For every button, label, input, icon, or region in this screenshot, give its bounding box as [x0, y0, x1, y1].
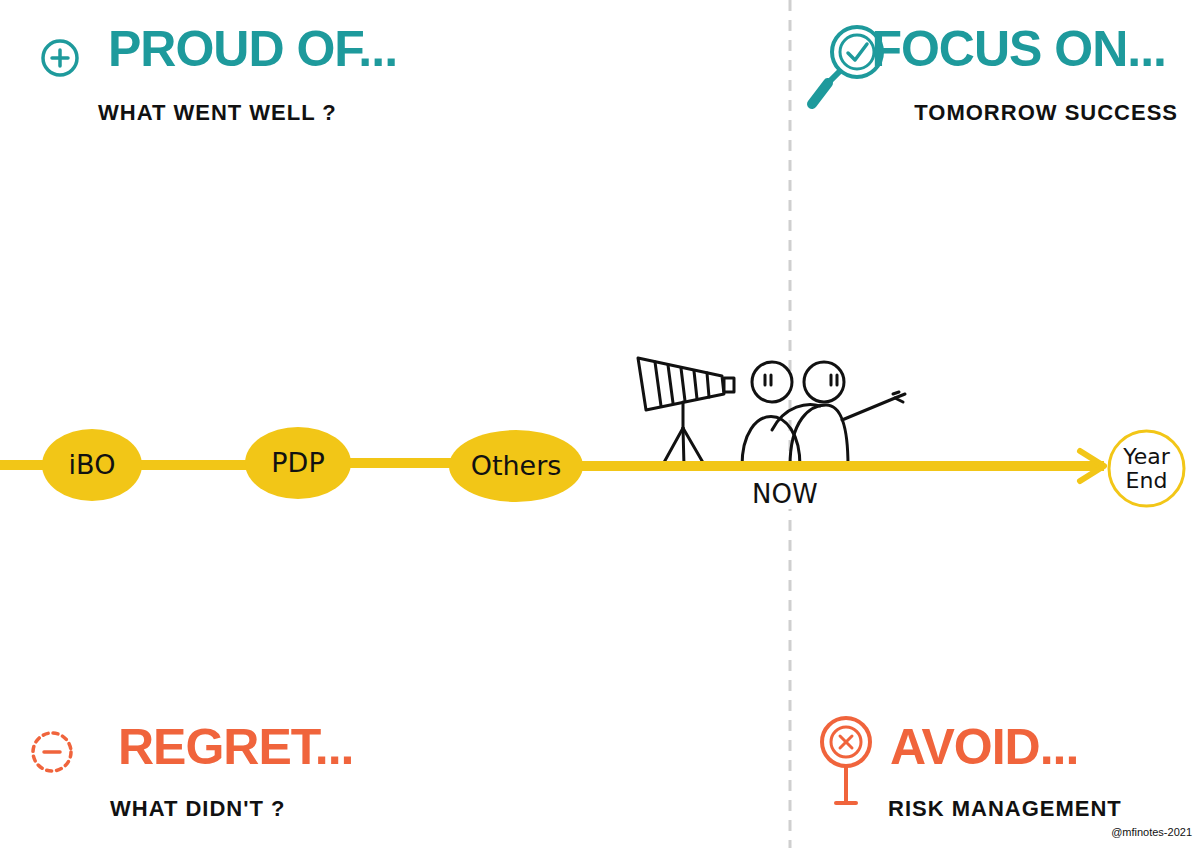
- now-label: NOW: [749, 480, 821, 509]
- timeline-segment: [349, 463, 451, 464]
- minus-icon: [33, 733, 71, 771]
- section-subtitle: RISK MANAGEMENT: [888, 798, 1122, 820]
- milestone-text: Year End: [1119, 445, 1175, 491]
- section-subtitle: WHAT DIDN'T ?: [110, 798, 285, 820]
- timeline-milestone: Others: [449, 430, 583, 502]
- section-title: REGRET...: [118, 722, 353, 772]
- plus-icon: [43, 41, 77, 75]
- timeline-milestone: iBO: [42, 429, 142, 501]
- timeline-segment: [140, 465, 247, 466]
- section-subtitle: WHAT WENT WELL ?: [98, 102, 337, 124]
- watermark: @mfinotes-2021: [1111, 826, 1192, 838]
- section-title: AVOID...: [890, 722, 1078, 772]
- milestone-text: PDP: [271, 449, 324, 477]
- year-end-target: Year End: [1107, 429, 1186, 508]
- timeline-milestone: PDP: [245, 427, 351, 499]
- two-people: [742, 362, 905, 466]
- milestone-text: Others: [471, 452, 562, 480]
- avoid-sign-icon: [822, 718, 870, 803]
- timeline-start: [0, 460, 44, 470]
- section-subtitle: TOMORROW SUCCESS: [914, 102, 1178, 124]
- section-title: PROUD OF...: [108, 24, 397, 74]
- timeline-segment: [581, 451, 1104, 481]
- milestone-text: iBO: [69, 451, 116, 479]
- section-title: FOCUS ON...: [871, 24, 1166, 74]
- telescope: [638, 358, 734, 466]
